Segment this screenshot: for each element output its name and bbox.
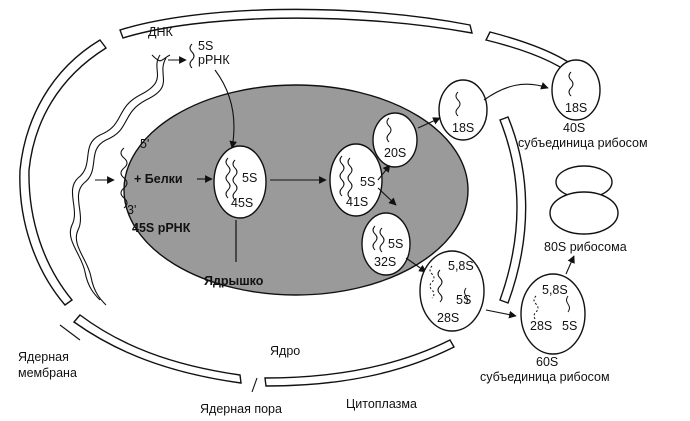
label-nuclear-pore: Ядерная пора	[200, 402, 282, 416]
arrow-5s-to-45s	[214, 69, 238, 149]
label-cytoplasm: Цитоплазма	[346, 397, 417, 411]
particle-32s-label-32s: 32S	[374, 255, 396, 269]
membrane-segment-right	[499, 116, 527, 304]
membrane-segment-bottomleft	[72, 314, 242, 384]
arrow-41s-to-32s	[377, 187, 397, 206]
dna-helix	[69, 54, 171, 306]
particle-28s: 5,8S 5S 28S	[419, 250, 485, 332]
arrow-32s-to-28s	[405, 257, 427, 273]
particle-32s-label-5s: 5S	[388, 237, 403, 251]
particle-18s-label: 18S	[452, 121, 474, 135]
label-dna: ДНК	[148, 25, 173, 39]
particle-60s: 5,8S 28S 5S	[520, 273, 586, 355]
particle-41s-label-41s: 41S	[346, 195, 368, 209]
label-5s-rrna-top: 5S	[198, 39, 213, 53]
label-60s: 60S	[536, 355, 558, 369]
label-nuclear-membrane-2: мембрана	[18, 366, 77, 380]
particle-28s-label-5s: 5S	[456, 293, 471, 307]
label-5-prime: 5'	[140, 137, 149, 151]
ribosome-80s-shape	[549, 165, 619, 235]
particle-32s: 5S 32S	[361, 212, 411, 276]
particle-41s-label-5s: 5S	[360, 175, 375, 189]
pointer-nuclear-membrane	[59, 324, 81, 341]
label-nuclear-membrane-1: Ядерная	[18, 350, 69, 364]
particle-41s: 5S 41S	[329, 143, 383, 217]
particle-28s-label-28s: 28S	[437, 311, 459, 325]
arrow-20s-to-18s	[417, 117, 441, 129]
particle-45s: 5S 45S	[213, 145, 267, 219]
label-nucleolus: Ядрышко	[204, 274, 264, 288]
label-40s: 40S	[563, 121, 585, 135]
membrane-segment-bottom	[264, 339, 455, 387]
membrane-segment-top	[119, 8, 473, 39]
particle-20s: 20S	[372, 112, 418, 168]
particle-40s-inner-label: 18S	[565, 101, 587, 115]
arrow-60s-to-80s	[565, 255, 575, 275]
label-3-prime: 3'	[127, 203, 136, 217]
particle-45s-label-5s: 5S	[242, 171, 257, 185]
label-60s-subunit: субъединица рибосом	[480, 370, 610, 384]
arrow-28s-to-60s	[485, 309, 517, 319]
label-proteins: + Белки	[134, 172, 183, 186]
squiggle-5s-rrna	[189, 43, 195, 69]
particle-28s-label-58s: 5,8S	[448, 259, 474, 273]
particle-60s-label-58s: 5,8S	[542, 283, 568, 297]
nuclear-membrane	[19, 8, 587, 387]
particle-60s-label-28s: 28S	[530, 319, 552, 333]
arrow-41s-to-20s	[377, 164, 391, 181]
particle-45s-label-45s: 45S	[231, 196, 253, 210]
particle-20s-label: 20S	[384, 146, 406, 160]
particle-60s-label-5s: 5S	[562, 319, 577, 333]
label-5s-rrna-bottom: рРНК	[198, 53, 230, 67]
membrane-segment-left	[19, 39, 108, 306]
nucleolus	[123, 84, 469, 296]
particle-18s-40s: 18S	[551, 59, 601, 121]
arrow-18s-to-40s	[483, 82, 549, 101]
squiggle-45s-transcript	[120, 147, 128, 209]
label-nucleus: Ядро	[270, 344, 300, 358]
label-80s-ribosome: 80S рибосома	[544, 240, 627, 254]
label-40s-subunit: субъединица рибосом	[518, 136, 648, 150]
pointer-nuclear-pore	[251, 377, 258, 393]
particle-18s: 18S	[438, 79, 488, 141]
label-45s-rrna: 45S рРНК	[132, 221, 191, 235]
